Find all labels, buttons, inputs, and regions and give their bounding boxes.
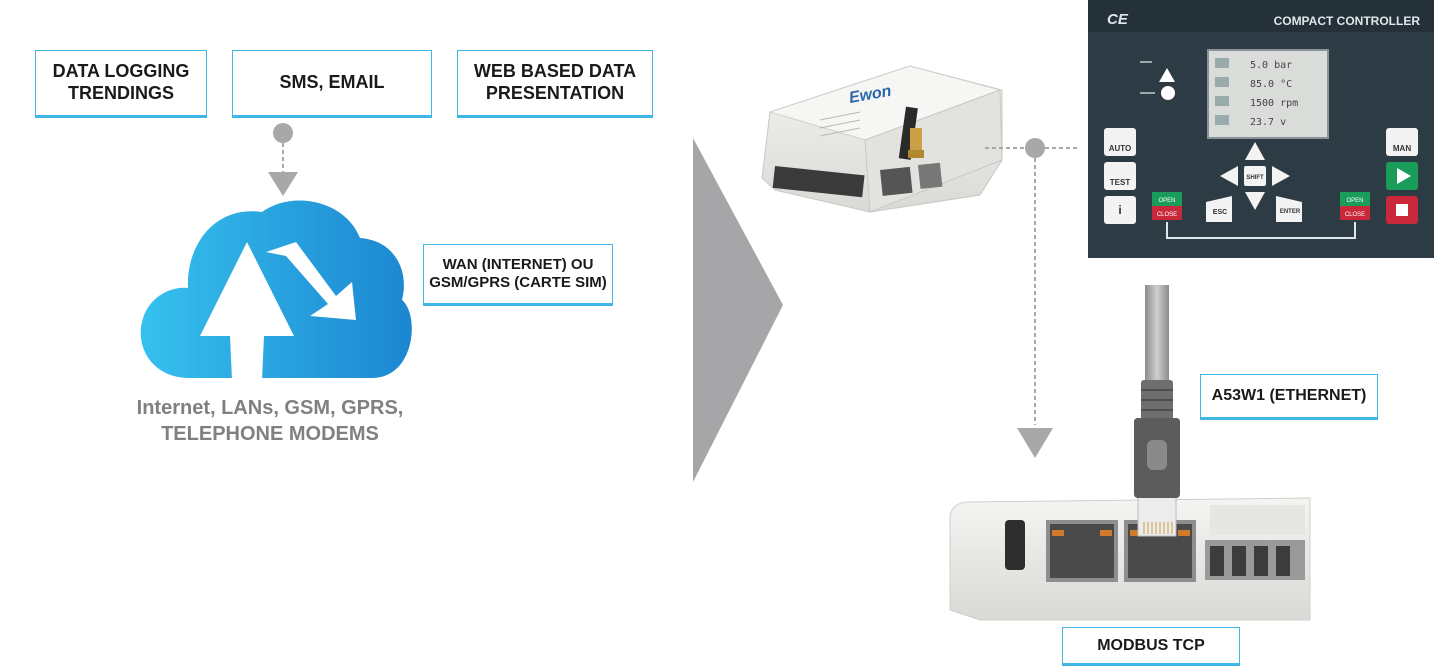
info-button[interactable] [1104,196,1136,224]
enter-button[interactable] [1276,196,1302,222]
display-line: 5.0 bar [1250,60,1292,71]
svg-text:SHIFT: SHIFT [1246,175,1264,181]
right-arrow-button[interactable] [1272,166,1290,186]
shift-button[interactable] [1244,166,1266,186]
svg-text:CLOSE: CLOSE [1345,212,1365,218]
connector-dot [1025,138,1045,158]
controller-title: COMPACT CONTROLLER [1274,14,1421,28]
label-sms-email: SMS, EMAIL [232,50,432,118]
svg-text:AUTO: AUTO [1109,144,1132,153]
open-button-left[interactable] [1152,192,1182,206]
down-arrow-button[interactable] [1245,192,1265,210]
connector-dot [273,123,293,143]
compact-controller: CE COMPACT CONTROLLER 5.0 bar 85.0 °C 15… [1088,0,1434,258]
info-icon [1161,86,1175,100]
auto-button[interactable] [1104,128,1136,156]
svg-text:MAN: MAN [1393,144,1411,153]
left-arrow-button[interactable] [1220,166,1238,186]
svg-text:i: i [1118,203,1121,217]
test-button[interactable] [1104,162,1136,190]
svg-text:ESC: ESC [1213,209,1227,216]
display-line: 1500 rpm [1250,98,1298,109]
play-arrow-icon [693,138,783,482]
close-button-left[interactable] [1152,206,1182,220]
open-button-right[interactable] [1340,192,1370,206]
stop-icon [1396,204,1408,216]
ethernet-plug [1134,418,1180,537]
svg-text:OPEN: OPEN [1158,198,1175,204]
svg-text:OPEN: OPEN [1346,198,1363,204]
display-line: 85.0 °C [1250,79,1292,90]
ewon-controller-connector [985,138,1080,458]
man-button[interactable] [1386,128,1418,156]
ce-logo: CE [1107,11,1129,28]
sms-connector [268,123,298,196]
play-icon [1397,168,1411,184]
label-modbus-overlay: MODBUS TCP [1062,627,1240,666]
ewon-device: Ewon [761,65,1003,213]
warning-icon [1159,68,1175,82]
esc-button[interactable] [1206,196,1232,222]
up-arrow-button[interactable] [1245,142,1265,160]
down-arrow-icon [1017,428,1053,458]
modbus-device [949,497,1311,621]
display-line: 23.7 v [1250,117,1286,128]
down-arrow-icon [268,172,298,196]
close-button-right[interactable] [1340,206,1370,220]
label-a53w1-overlay: A53W1 (ETHERNET) [1200,374,1378,420]
svg-text:CLOSE: CLOSE [1157,212,1177,218]
cloud-caption: Internet, LANs, GSM, GPRS, TELEPHONE MOD… [136,397,404,445]
svg-text:TEST: TEST [1110,178,1131,187]
cloud-icon [140,200,412,380]
svg-text:ENTER: ENTER [1280,209,1301,215]
